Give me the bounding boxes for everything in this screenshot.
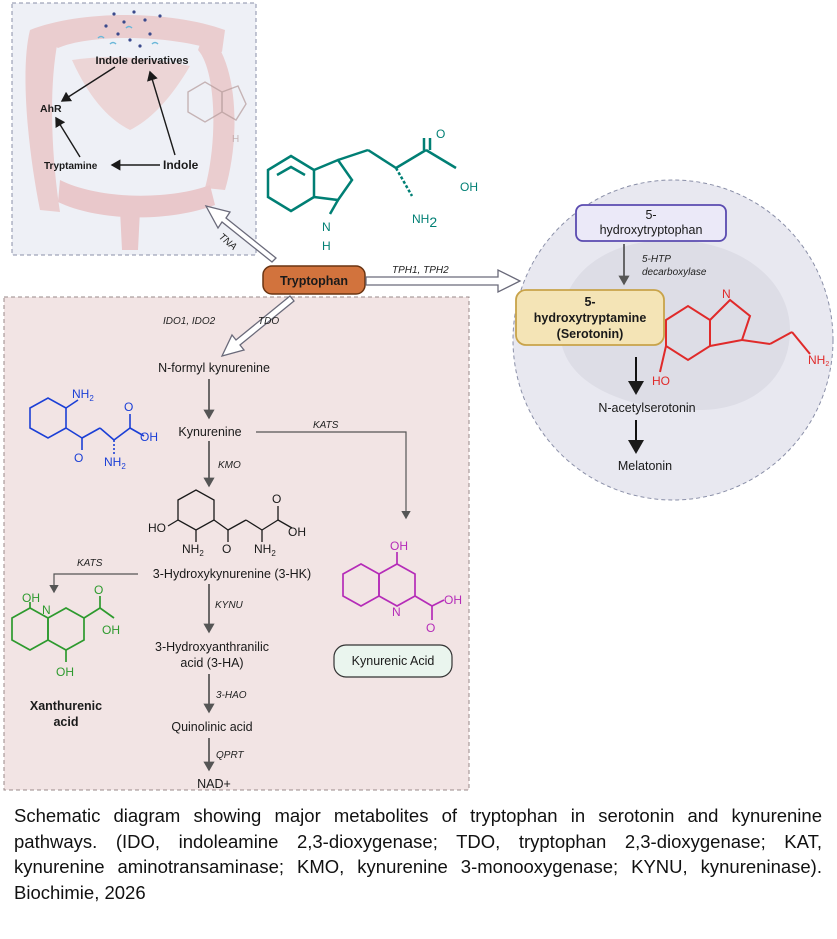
kyn-chem-nh2b: NH2 (104, 455, 126, 471)
serotonin-n: N (722, 287, 731, 301)
ka-chem-n: N (392, 605, 401, 619)
decarbox-line2: decarboxylase (642, 267, 707, 278)
hao-label: 3-HAO (216, 690, 247, 701)
brain-illustration (560, 240, 790, 411)
arrow-indole-derivatives-to-ahr (60, 66, 116, 102)
kyn-chem-nh2: NH2 (72, 387, 94, 403)
qprt-label: QPRT (216, 750, 244, 761)
kynurenic-acid-label: Kynurenic Acid (352, 654, 435, 668)
kynurenic-acid-structure (342, 552, 445, 620)
microbe-dots (97, 10, 162, 48)
hk-chem-nh2a: NH2 (182, 542, 204, 558)
kyn-chem-o2: O (74, 451, 83, 465)
kynurenic-acid-node (333, 644, 453, 678)
hk-chem-oh: OH (288, 525, 306, 539)
ka-chem-oh: OH (390, 539, 408, 553)
tph-label: TPH1, TPH2 (392, 265, 449, 276)
tryptophan-n: N (322, 220, 331, 234)
tdo-label: TDO (258, 316, 279, 327)
hk-chem-nh2b: NH2 (254, 542, 276, 558)
svg-text:H: H (232, 134, 239, 145)
htp-node (575, 204, 727, 242)
intestine-illustration (25, 15, 235, 250)
sero-line2: hydroxytryptamine (534, 311, 647, 325)
melatonin-label: Melatonin (618, 459, 672, 473)
sero-line3: (Serotonin) (557, 327, 624, 341)
indole-derivatives-label: Indole derivatives (96, 55, 189, 67)
tryptophan-h: H (322, 239, 331, 253)
htp-line1: 5- (645, 208, 656, 222)
ka-chem-oh2: OH (444, 593, 462, 607)
xa-chem-oh2: OH (102, 623, 120, 637)
arrow-indole-to-derivatives (147, 70, 176, 156)
gut-panel: H Indole derivatives AhR Tryptamine Indo… (11, 2, 257, 256)
hk-structure (167, 489, 293, 542)
kmo-label: KMO (218, 460, 241, 471)
hk-chem-ho: HO (148, 521, 166, 535)
xa-chem-oh3: OH (56, 665, 74, 679)
xa-chem-oh: OH (22, 591, 40, 605)
tryptophan-nh2: NH2 (412, 212, 437, 230)
tryptophan-structure (266, 138, 457, 215)
serotonin-node (515, 289, 665, 346)
arrow-kyn-to-kynurenic (256, 431, 411, 520)
xan-line1: Xanthurenic (30, 699, 102, 713)
hk-chem-o2: O (272, 492, 281, 506)
tryptamine-label: Tryptamine (44, 161, 98, 172)
tryptophan-label: Tryptophan (280, 274, 348, 288)
arrow-hk-to-xanthurenic (49, 573, 138, 594)
nad-label: NAD+ (197, 777, 231, 791)
ido-label: IDO1, IDO2 (163, 316, 216, 327)
kyn-chem-o: O (124, 400, 133, 414)
tryptophan-o: O (436, 127, 445, 141)
arrow-tryptamine-to-ahr (55, 116, 81, 158)
acetylserotonin-label: N-acetylserotonin (598, 401, 695, 415)
kynurenine-structure (29, 397, 145, 455)
kats-left-label: KATS (77, 558, 103, 569)
hk-label: 3-Hydroxykynurenine (3-HK) (153, 567, 311, 581)
xan-line2: acid (53, 715, 78, 729)
ahr-label: AhR (40, 103, 62, 115)
nfk-label: N-formyl kynurenine (158, 361, 270, 375)
ido-tdo-arrow: IDO1, IDO2 TDO (163, 295, 295, 357)
figure-caption: Schematic diagram showing major metaboli… (14, 805, 822, 903)
quin-label: Quinolinic acid (171, 720, 252, 734)
kynu-label: KYNU (215, 600, 244, 611)
ha-line1: 3-Hydroxyanthranilic (155, 640, 269, 654)
tph-arrow: TPH1, TPH2 (365, 265, 522, 294)
xa-chem-o: O (94, 583, 103, 597)
kats-right-label: KATS (313, 420, 339, 431)
serotonin-ho: HO (652, 374, 670, 388)
ha-line2: acid (3-HA) (180, 656, 243, 670)
ka-chem-o: O (426, 621, 435, 635)
tryptophan-oh: OH (460, 180, 478, 194)
htp-line2: hydroxytryptophan (600, 223, 703, 237)
serotonin-nh2: NH2 (808, 353, 829, 368)
indole-structure: H (187, 81, 247, 145)
serotonin-structure (659, 298, 811, 373)
sero-line1: 5- (584, 295, 595, 309)
brain-panel (512, 179, 834, 501)
kyn-chem-oh: OH (140, 430, 158, 444)
decarbox-line1: 5-HTP (642, 254, 671, 265)
kyn-label: Kynurenine (178, 425, 241, 439)
tryptophan-node (262, 265, 366, 295)
xanthurenic-acid-structure (11, 596, 115, 662)
xa-chem-n: N (42, 603, 51, 617)
hk-chem-o: O (222, 542, 231, 556)
indole-label: Indole (163, 158, 199, 172)
kynurenine-panel (3, 296, 470, 791)
